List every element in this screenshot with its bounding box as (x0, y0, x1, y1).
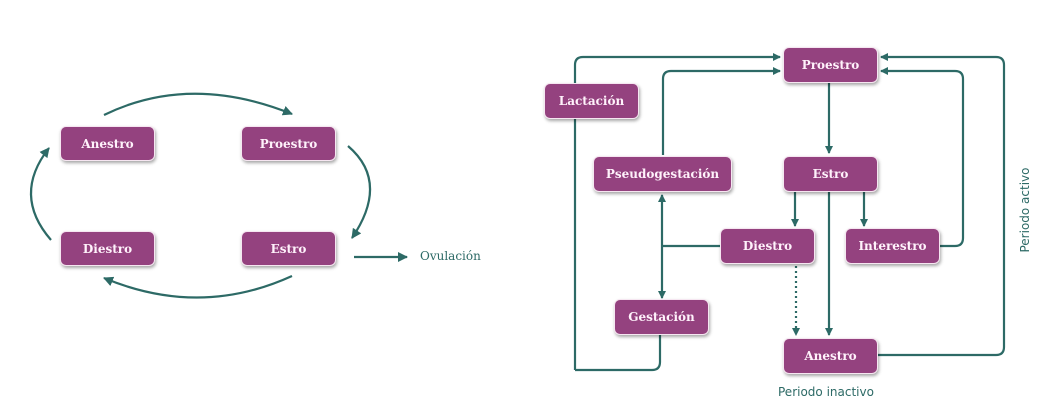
node-lactacion: Lactación (544, 83, 639, 119)
arrow-proestro-to-estro (347, 145, 372, 239)
node-proestro-cat: Proestro (783, 47, 878, 83)
node-anestro-cat: Anestro (783, 338, 878, 374)
arrow-anestro-to-proestro (103, 92, 293, 116)
arrow-anestro-to-proestro (877, 53, 1006, 357)
node-anestro: Anestro (60, 126, 155, 161)
node-gestacion: Gestación (614, 299, 709, 335)
arrow-lactacion-to-proestro (573, 53, 781, 370)
arrow-estro-to-diestro (103, 274, 293, 299)
ovulacion-label: Ovulación (420, 249, 481, 263)
arrow-gestacion-to-lactacion (575, 335, 662, 372)
arrow-diestro-to-anestro (29, 147, 52, 241)
node-estro-cat: Estro (783, 156, 878, 192)
periodo-activo-label: Periodo activo (1018, 167, 1032, 253)
node-diestro: Diestro (60, 231, 155, 266)
node-diestro-cat: Diestro (720, 228, 815, 264)
node-estro: Estro (241, 231, 336, 266)
node-pseudogestacion: Pseudogestación (593, 156, 732, 192)
arrow-interestro-to-proestro (880, 67, 965, 248)
node-proestro: Proestro (241, 126, 336, 161)
periodo-inactivo-label: Periodo inactivo (778, 385, 874, 399)
node-interestro: Interestro (845, 228, 940, 264)
arrow-pseudogestacion-to-proestro (661, 67, 781, 155)
